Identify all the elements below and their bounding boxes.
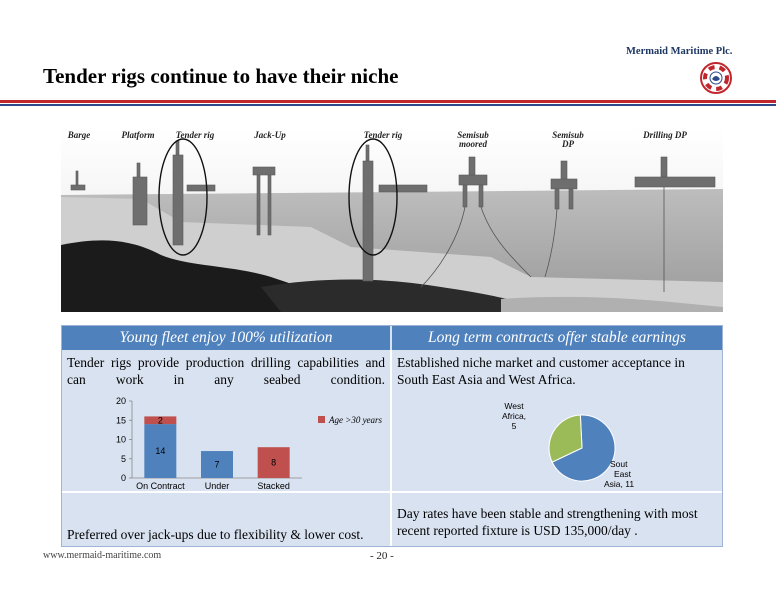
content-panel: Young fleet enjoy 100% utilization Long … (61, 325, 723, 547)
bar-1-0 (144, 416, 177, 425)
rig-label-tender-rig-2: Tender rig (363, 130, 403, 140)
left-top-text: Tender rigs provide production drilling … (67, 355, 385, 387)
seabed-scene (61, 127, 723, 312)
right-column-heading: Long term contracts offer stable earning… (392, 326, 722, 350)
data-label: 14 (155, 446, 165, 456)
left-bottom-text: Preferred over jack-ups due to flexibili… (67, 527, 364, 542)
page-title: Tender rigs continue to have their niche (43, 64, 399, 88)
rig-label-semisub-dp: Semisub DP (552, 130, 584, 149)
pie-label-0: East (614, 469, 632, 479)
data-label: 8 (271, 458, 276, 468)
rig-label-platform: Platform (121, 130, 155, 140)
legend-label: Age >30 years (328, 415, 383, 425)
bar-0-0 (144, 424, 177, 478)
bar-1-2 (257, 447, 290, 478)
rig-label-barge: Barge (67, 130, 91, 140)
data-label: 2 (158, 415, 163, 425)
legend-swatch (318, 416, 325, 423)
header-rule-blue (0, 104, 776, 106)
company-name: Mermaid Maritime Plc. (626, 46, 733, 57)
y-tick-label: 15 (116, 415, 126, 425)
bar-0-1 (201, 451, 233, 478)
y-tick-label: 5 (121, 454, 126, 464)
y-tick-label: 0 (121, 473, 126, 483)
pie-label-1: West (504, 401, 524, 411)
rig-label-semisub-moored: Semisub moored (457, 130, 489, 149)
category-label: Stacked (257, 481, 290, 490)
rig-types-illustration: Barge Platform Tender rig Jack-Up Tender… (61, 127, 723, 312)
pie-label-1: 5 (512, 421, 517, 431)
rig-label-jack-up: Jack-Up (254, 130, 286, 140)
pie-slice-1 (548, 414, 583, 463)
row-divider (62, 491, 722, 493)
y-tick-label: 20 (116, 396, 126, 406)
data-label: 7 (214, 460, 219, 470)
footer-website: www.mermaid-maritime.com (43, 550, 162, 561)
tender-rig-highlight-1 (158, 138, 208, 256)
category-label: On Contract (136, 481, 185, 490)
pie-label-1: Africa, (502, 411, 526, 421)
left-column-heading: Young fleet enjoy 100% utilization (62, 326, 390, 350)
rig-label-tender-rig-1: Tender rig (175, 130, 215, 140)
pie-label-0: Asia, 11 (604, 479, 634, 489)
rig-label-drilling-dp: Drilling DP (643, 130, 687, 140)
right-top-text: Established niche market and customer ac… (397, 355, 685, 387)
tender-rig-highlight-2 (348, 138, 398, 256)
right-bottom-text: Day rates have been stable and strengthe… (397, 506, 698, 538)
page-number: - 20 - (370, 550, 394, 562)
company-logo-icon (700, 62, 732, 94)
pie-slice-0 (551, 414, 616, 482)
header-rule-red (0, 100, 776, 103)
y-tick-label: 10 (116, 435, 126, 445)
pie-label-0: Sout (610, 459, 628, 469)
column-divider (390, 350, 392, 546)
category-label: Under (205, 481, 230, 490)
